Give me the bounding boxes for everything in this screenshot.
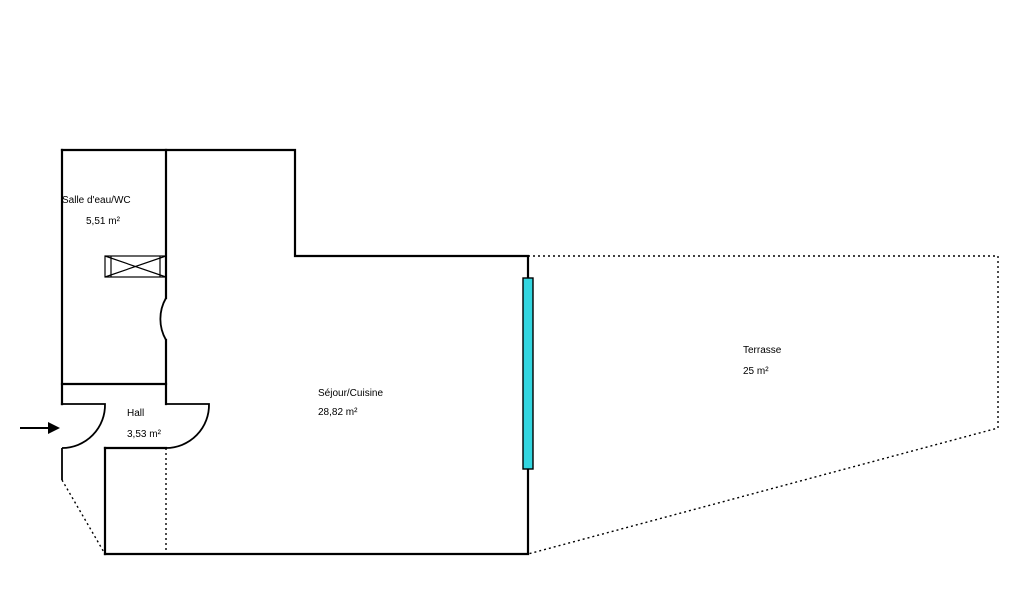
hall-name: Hall bbox=[127, 408, 144, 419]
bathroom-door-swing bbox=[159, 297, 167, 341]
doors bbox=[61, 297, 210, 480]
entrance-arrow-icon bbox=[20, 422, 60, 434]
hall-area: 3,53 m² bbox=[127, 429, 162, 440]
terrasse-area: 25 m² bbox=[743, 366, 769, 377]
terrasse-name: Terrasse bbox=[743, 345, 782, 356]
sejour-area: 28,82 m² bbox=[318, 407, 358, 418]
walls bbox=[60, 148, 530, 556]
salle-eau-area: 5,51 m² bbox=[86, 216, 121, 227]
entry-diagonal bbox=[61, 479, 106, 555]
window bbox=[522, 277, 534, 470]
entrance-door-swing bbox=[61, 403, 106, 449]
ventilation-box-icon bbox=[104, 255, 167, 278]
sejour-name: Séjour/Cuisine bbox=[318, 388, 383, 399]
wall-north bbox=[60, 148, 530, 556]
salle-eau-name: Salle d'eau/WC bbox=[62, 195, 131, 206]
dotted-outlines bbox=[61, 255, 999, 555]
terrace-outline bbox=[527, 255, 999, 555]
hall-door-swing bbox=[165, 403, 210, 449]
